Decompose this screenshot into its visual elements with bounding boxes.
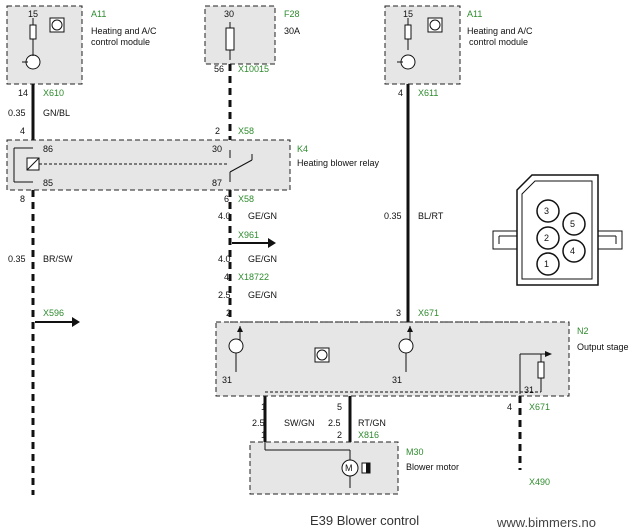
conn-pin-3: 3 (544, 206, 549, 216)
n2-gnd-3: 31 (524, 385, 534, 395)
w8-size: 2.5 (328, 418, 341, 428)
k4-term-86: 86 (43, 144, 53, 154)
w7-color: SW/GN (284, 418, 315, 428)
k4-pin-right-top: 2 (215, 126, 220, 136)
x490-label: X490 (529, 477, 550, 487)
k4-term-85: 85 (43, 178, 53, 188)
f28-pin: 56 (214, 64, 224, 74)
m30-name: Blower motor (406, 462, 459, 472)
diagram-title: E39 Blower control (310, 513, 419, 528)
n2-pin-b2: 5 (337, 402, 342, 412)
m30-blower-motor: M (249, 441, 399, 495)
n2-id: N2 (577, 326, 589, 336)
x961-label: X961 (238, 230, 259, 240)
x596-arrow-icon (35, 317, 80, 327)
n2-conn-bot: X671 (529, 402, 550, 412)
f28-conn: X10015 (238, 64, 269, 74)
a11-left-pin: 14 (18, 88, 28, 98)
a11-right-conn: X611 (418, 88, 438, 98)
w6-size: 0.35 (8, 254, 26, 264)
a11-left-name-1: Heating and A/C (91, 26, 157, 36)
w5-color: GE/GN (248, 290, 277, 300)
x816-label: X816 (358, 430, 379, 440)
x18722-label: X18722 (238, 272, 269, 282)
f28-rating: 30A (284, 26, 300, 36)
n2-conn-top: X671 (418, 308, 439, 318)
n2-pin-mid: 3 (396, 308, 401, 318)
w3-size: 0.35 (384, 211, 402, 221)
a11-left-name-2: control module (91, 37, 150, 47)
k4-conn-top: X58 (238, 126, 254, 136)
watermark: www.bimmers.no (496, 515, 596, 530)
k4-name: Heating blower relay (297, 158, 380, 168)
a11-right-pin: 4 (398, 88, 403, 98)
conn-pin-1: 1 (544, 259, 549, 269)
f28-pin-top: 30 (224, 9, 234, 19)
w6-color: BR/SW (43, 254, 73, 264)
a11-left-id: A11 (91, 9, 106, 19)
a11-right-name-2: control module (469, 37, 528, 47)
n2-name: Output stage (577, 342, 629, 352)
w2-size: 4.0 (218, 211, 231, 221)
a11-left-module: 15 A11 Heating and A/C control module (6, 5, 157, 85)
w2-color: GE/GN (248, 211, 277, 221)
w3-color: BL/RT (418, 211, 444, 221)
a11-right-module: 15 A11 Heating and A/C control module (384, 5, 533, 85)
k4-relay: 86 85 30 87 (6, 139, 291, 191)
a11-left-conn: X610 (43, 88, 64, 98)
n2-output-stage: 31 31 31 (215, 321, 570, 397)
motor-symbol: M (345, 463, 353, 473)
n2-gnd-2: 31 (392, 375, 402, 385)
k4-term-87: 87 (212, 178, 222, 188)
x816-pin-2: 2 (337, 430, 342, 440)
n2-pin-b1: 1 (261, 402, 266, 412)
n2-pin-b3: 4 (507, 402, 512, 412)
n2-pin-left: 2 (226, 308, 231, 318)
x961-arrow-icon (232, 238, 276, 248)
k4-id: K4 (297, 144, 308, 154)
conn-pin-4: 4 (570, 246, 575, 256)
x18722-pin: 4 (224, 272, 229, 282)
a11-left-pin-top: 15 (28, 9, 38, 19)
conn-pin-2: 2 (544, 233, 549, 243)
w5-size: 2.5 (218, 290, 231, 300)
x596-label: X596 (43, 308, 64, 318)
n2-gnd-1: 31 (222, 375, 232, 385)
f28-fuse: 30 F28 30A (204, 5, 300, 65)
w1-color: GN/BL (43, 108, 70, 118)
k4-pin-left-top: 4 (20, 126, 25, 136)
f28-id: F28 (284, 9, 300, 19)
w4-color: GE/GN (248, 254, 277, 264)
k4-term-30: 30 (212, 144, 222, 154)
a11-right-pin-top: 15 (403, 9, 413, 19)
x816-pin-1: 1 (261, 430, 266, 440)
a11-right-name-1: Heating and A/C (467, 26, 533, 36)
k4-pin-left-bot: 8 (20, 194, 25, 204)
m30-id: M30 (406, 447, 424, 457)
k4-pin-right-bot: 6 (224, 194, 229, 204)
a11-right-id: A11 (467, 9, 482, 19)
conn-pin-5: 5 (570, 219, 575, 229)
k4-conn-bot: X58 (238, 194, 254, 204)
w8-color: RT/GN (358, 418, 386, 428)
w7-size: 2.5 (252, 418, 265, 428)
connector-pinout: 3 2 1 5 4 (492, 174, 623, 286)
w1-size: 0.35 (8, 108, 26, 118)
w4-size: 4.0 (218, 254, 231, 264)
